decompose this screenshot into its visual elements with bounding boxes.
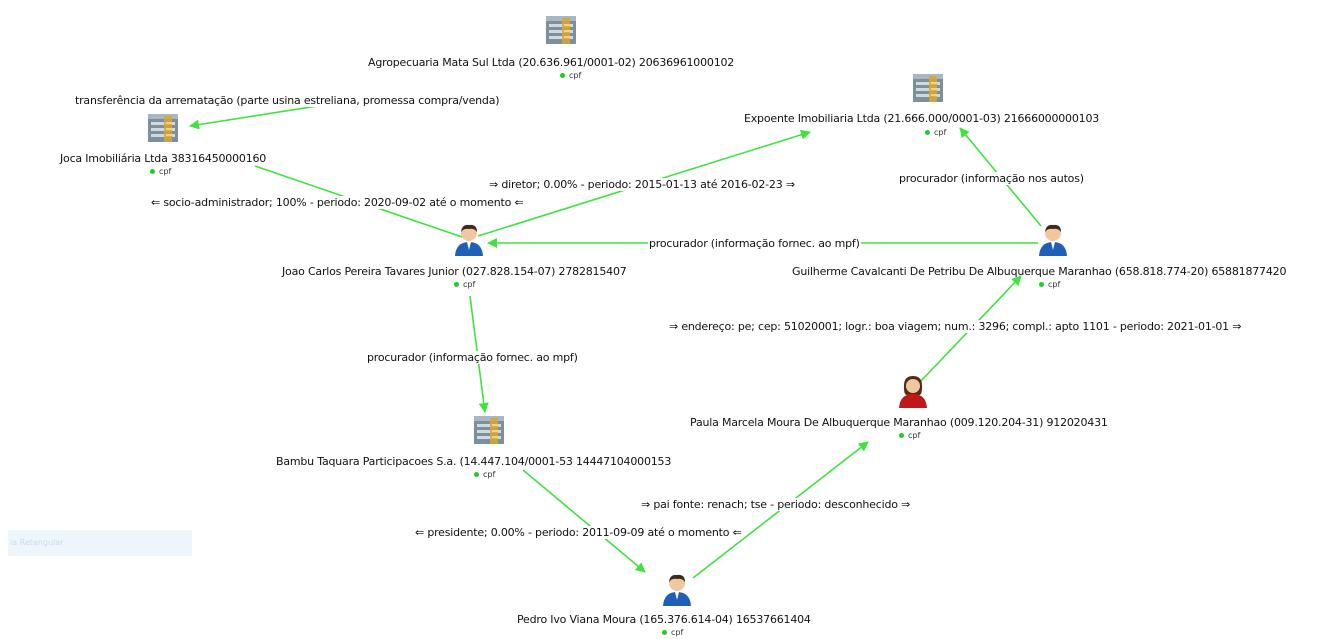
- edge-bambu-pedro: [522, 469, 646, 573]
- cpf-tag: cpf: [560, 71, 581, 80]
- node-label: Pedro Ivo Viana Moura (165.376.614-04) 1…: [517, 613, 811, 626]
- edge-label-joao-bambu: procurador (informação fornec. ao mpf): [366, 351, 579, 364]
- cpf-tag: cpf: [454, 280, 475, 289]
- building-icon[interactable]: [474, 416, 504, 444]
- edge-label-joao-expoente: ⇒ diretor; 0.00% - periodo: 2015-01-13 a…: [488, 178, 796, 191]
- cpf-tag: cpf: [899, 431, 920, 440]
- cpf-tag: cpf: [474, 470, 495, 479]
- edge-label-joca-joao: ⇐ socio-administrador; 100% - periodo: 2…: [150, 196, 525, 209]
- status-dot: [662, 630, 667, 635]
- cpf-tag: cpf: [925, 128, 946, 137]
- node-label: Agropecuaria Mata Sul Ltda (20.636.961/0…: [368, 56, 735, 69]
- status-dot: [150, 169, 155, 174]
- node-label: Bambu Taquara Participacoes S.a. (14.447…: [276, 455, 672, 468]
- cpf-tag: cpf: [1039, 280, 1060, 289]
- edge-label-guilherme-joao: procurador (informação fornec. ao mpf): [648, 237, 861, 250]
- female-person-icon[interactable]: [899, 376, 927, 408]
- status-dot: [925, 130, 930, 135]
- edge-label-guilherme-expoente: procurador (informação nos autos): [898, 172, 1085, 185]
- edge-label-bambu-pedro: ⇐ presidente; 0.00% - periodo: 2011-09-0…: [414, 526, 743, 539]
- edge-label-paula-guilherme: ⇒ endereço: pe; cep: 51020001; logr.: bo…: [668, 320, 1243, 333]
- male-person-icon[interactable]: [663, 574, 691, 606]
- node-label: Guilherme Cavalcanti De Petribu De Albuq…: [792, 265, 1287, 278]
- edges: [189, 95, 1042, 579]
- node-label: Paula Marcela Moura De Albuquerque Maran…: [690, 416, 1108, 429]
- status-dot: [474, 472, 479, 477]
- edge-joao-bambu: [469, 295, 489, 413]
- status-bar-fragment: la Retangular: [8, 530, 192, 556]
- male-person-icon[interactable]: [455, 224, 483, 256]
- male-person-icon[interactable]: [1039, 224, 1067, 256]
- node-label: Joao Carlos Pereira Tavares Junior (027.…: [282, 265, 627, 278]
- edge-label-pedro-paula: ⇒ pai fonte: renach; tse - periodo: desc…: [640, 498, 912, 511]
- node-label: Joca Imobiliária Ltda 38316450000160: [60, 152, 267, 165]
- status-dot: [899, 433, 904, 438]
- building-icon[interactable]: [913, 74, 943, 102]
- edge-label-agro-joca: transferência da arrematação (parte usin…: [74, 94, 501, 107]
- building-icon[interactable]: [546, 16, 576, 44]
- status-dot: [454, 282, 459, 287]
- status-dot: [1039, 282, 1044, 287]
- cpf-tag: cpf: [662, 628, 683, 637]
- cpf-tag: cpf: [150, 167, 171, 176]
- node-label: Expoente Imobiliaria Ltda (21.666.000/00…: [744, 112, 1100, 125]
- status-dot: [560, 73, 565, 78]
- building-icon[interactable]: [148, 114, 178, 142]
